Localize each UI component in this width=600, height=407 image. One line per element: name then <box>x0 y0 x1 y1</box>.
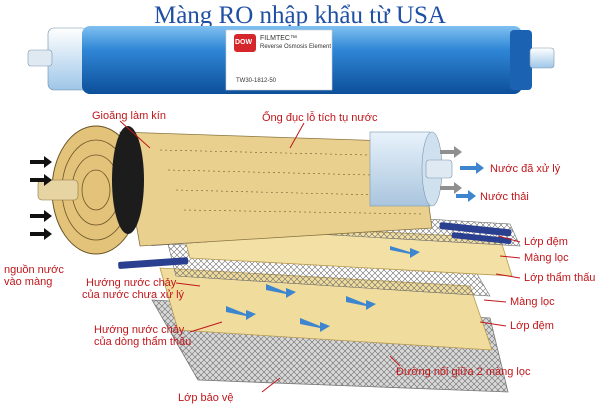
outer-shell <box>369 131 431 207</box>
cartridge-right-nozzle <box>529 47 555 69</box>
label-feed-flow-2: của nước chưa xử lý <box>82 289 185 301</box>
label-waste-water: Nước thải <box>480 191 529 203</box>
outlet-arrows <box>440 146 462 194</box>
feed-arrows <box>30 156 52 240</box>
cartridge-left-nozzle <box>27 49 53 67</box>
cartridge-right-cap <box>510 30 532 90</box>
diagram-title: Màng RO nhập khẩu từ USA <box>153 2 446 29</box>
seal-ring <box>112 126 144 234</box>
label-seal: Gioăng làm kín <box>92 110 166 122</box>
label-permeate-flow-2: của dòng thẩm thấu <box>94 336 192 348</box>
label-feed-source-1: nguồn nước <box>4 264 64 276</box>
label-perforated-tube: Ống đục lỗ tích tụ nước <box>262 112 378 124</box>
label-membrane-1: Màng lọc <box>524 252 569 264</box>
label-permeate-layer: Lớp thẩm thấu <box>524 272 596 284</box>
dow-logo <box>234 34 256 52</box>
label-protective-layer: Lớp bảo vệ <box>178 392 234 404</box>
ro-cartridge <box>27 26 555 94</box>
label-feed-flow-1: Hướng nước chảy <box>86 277 177 289</box>
permeate-tube-left <box>37 179 79 201</box>
label-feed-source-2: vào màng <box>4 276 53 288</box>
label-spacer-2: Lớp đệm <box>510 320 554 332</box>
sticker-model: TW30-1812-50 <box>236 78 277 84</box>
sticker-brand: FILMTEC™ <box>260 35 297 42</box>
sticker-logo-text: DOW <box>235 39 253 46</box>
label-permeate-flow-1: Hướng nước chảy <box>94 324 185 336</box>
sticker-line2: Reverse Osmosis Element <box>260 44 332 50</box>
label-membrane-2: Màng lọc <box>510 296 555 308</box>
label-spacer-1: Lớp đệm <box>524 236 568 248</box>
label-treated-water: Nước đã xử lý <box>490 163 561 175</box>
label-seam: Đường nối giữa 2 màng lọc <box>396 366 531 378</box>
membrane-cross-section <box>37 125 521 393</box>
treated-water-arrow <box>460 162 484 174</box>
permeate-tube-right <box>425 159 453 179</box>
waste-water-arrow <box>456 190 476 202</box>
